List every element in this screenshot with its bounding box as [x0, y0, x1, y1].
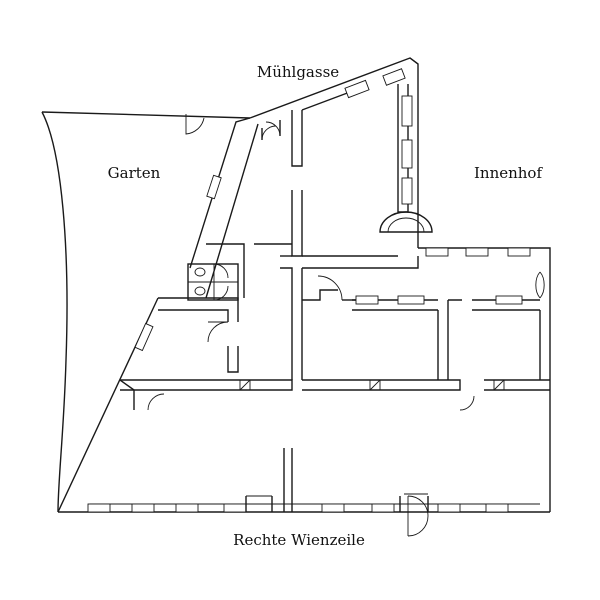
south-rooms — [87, 174, 509, 537]
north-wing — [206, 68, 419, 380]
central-rooms — [119, 247, 550, 411]
label-rechte-wienzeile: Rechte Wienzeile — [233, 531, 365, 549]
label-innenhof: Innenhof — [474, 164, 543, 182]
label-garten: Garten — [108, 164, 161, 182]
building-outline — [58, 57, 551, 513]
stair-semicircle — [379, 211, 433, 233]
entrance-muehlgasse — [261, 120, 281, 141]
label-muehlgasse: Mühlgasse — [257, 63, 339, 81]
sanitary-block — [187, 263, 239, 301]
garden-door — [185, 114, 205, 135]
